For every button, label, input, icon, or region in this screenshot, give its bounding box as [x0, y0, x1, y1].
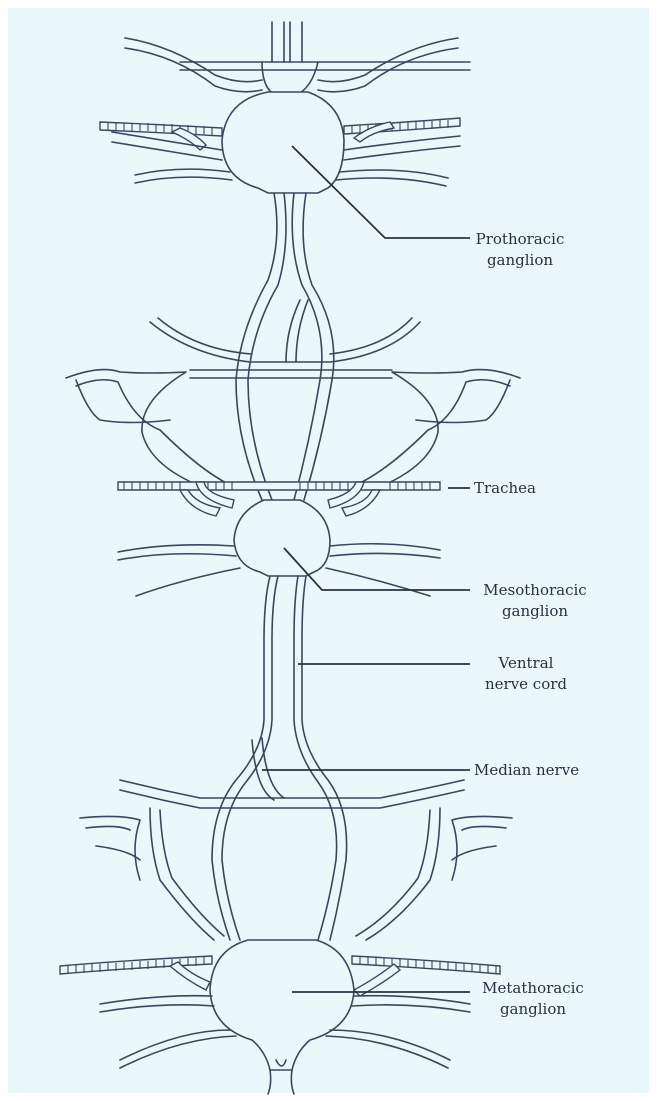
label-prothoracic-ganglion: Prothoracic ganglion — [470, 229, 570, 271]
mesothoracic-segment — [66, 318, 520, 596]
label-metathoracic-ganglion: Metathoracic ganglion — [470, 978, 596, 1020]
metathoracic-ganglion — [210, 940, 354, 1070]
label-ventral-nerve-cord: Ventral nerve cord — [470, 653, 582, 695]
connectives-meso-meta — [212, 576, 347, 940]
label-trachea: Trachea — [474, 478, 536, 499]
trachea-metathoracic-left — [60, 956, 212, 990]
label-median-nerve: Median nerve — [474, 760, 579, 781]
trachea-prothoracic-left — [100, 122, 222, 150]
connectives-pro-meso — [236, 193, 334, 500]
label-mesothoracic-ganglion: Mesothoracic ganglion — [470, 580, 600, 622]
metathoracic-segment — [60, 780, 512, 1094]
prothoracic-segment — [100, 22, 470, 193]
mesothoracic-ganglion — [234, 500, 330, 576]
prothoracic-ganglion — [222, 92, 344, 193]
